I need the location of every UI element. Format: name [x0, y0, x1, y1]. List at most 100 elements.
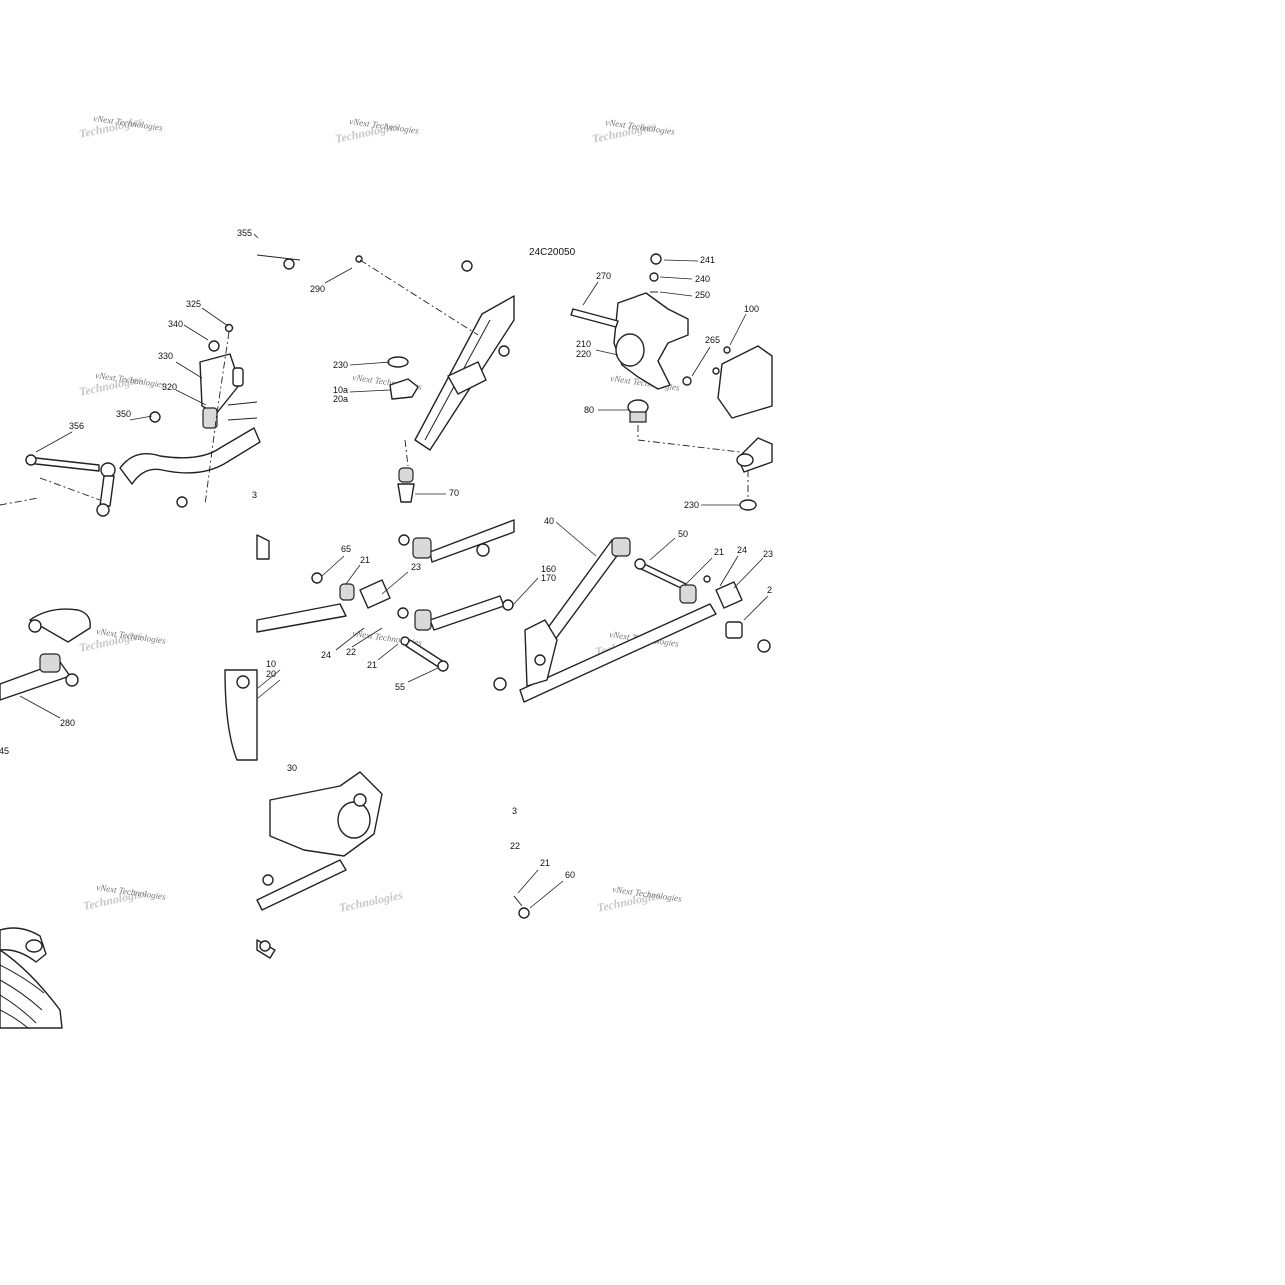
callout-355: 355 — [237, 228, 252, 238]
callout-265: 265 — [705, 335, 720, 345]
callout-55: 55 — [395, 682, 405, 692]
callout-70: 70 — [449, 488, 459, 498]
callout-80: 80 — [584, 405, 594, 415]
shock-spring-tile — [0, 927, 63, 1029]
nut — [649, 272, 659, 282]
diagram-code: 24C20050 — [529, 247, 576, 258]
link-end — [96, 503, 110, 517]
nut — [311, 572, 323, 584]
callout-325: 325 — [186, 299, 201, 309]
nut — [493, 677, 507, 691]
control-arm — [256, 603, 347, 633]
callout-23: 23 — [411, 562, 421, 572]
link-bolt — [26, 456, 100, 472]
retaining-ring — [739, 499, 757, 511]
callout-10a: 10a — [333, 385, 348, 395]
shock-absorber — [224, 669, 258, 761]
bushing — [414, 609, 432, 631]
callout-160: 160 — [541, 564, 556, 574]
stabilizer-bar — [119, 427, 261, 485]
callout-20a: 20a — [333, 394, 348, 404]
bolt-shank — [513, 895, 523, 907]
bolt — [570, 308, 619, 328]
leader-lines — [19, 233, 769, 909]
callout-22: 22 — [510, 841, 520, 851]
screw — [723, 346, 731, 354]
ball-joint — [353, 793, 367, 807]
stabilizer-center-tile — [0, 608, 258, 761]
tube-edge — [256, 254, 301, 261]
assembled-corner-tile — [256, 771, 383, 959]
callout-320: 320 — [162, 382, 177, 392]
callout-24: 24 — [737, 545, 747, 555]
callout-290: 290 — [310, 284, 325, 294]
bushing — [679, 584, 697, 604]
lower-arm-tile — [256, 254, 515, 503]
a-arm-tile — [493, 537, 771, 703]
callout-21: 21 — [714, 547, 724, 557]
bushing-eye — [476, 543, 490, 557]
lower-arm — [256, 859, 347, 911]
callout-270: 270 — [596, 271, 611, 281]
callout-250: 250 — [695, 290, 710, 300]
ball-joint-boot — [398, 467, 414, 483]
nut — [461, 260, 473, 272]
ball-joint — [397, 483, 415, 503]
nut — [518, 907, 530, 919]
callout-40: 40 — [544, 516, 554, 526]
nut — [502, 599, 514, 611]
watermark-ghost: Technologies — [338, 888, 405, 915]
coil-spring — [0, 949, 63, 1029]
callout-350: 350 — [116, 409, 131, 419]
callout-30: 30 — [287, 763, 297, 773]
ball-joint-bracket — [524, 619, 558, 687]
bolt-head — [534, 654, 546, 666]
nut — [283, 258, 295, 270]
callout-330: 330 — [158, 351, 173, 361]
centerline — [0, 497, 39, 506]
callout-22: 22 — [346, 647, 356, 657]
hub-bore — [337, 801, 371, 839]
callout-labels: 355 290 325 340 330 320 350 356 3 230 10… — [0, 228, 773, 880]
callout-20: 20 — [266, 669, 276, 679]
bushing-eye — [259, 940, 271, 952]
bar-extension — [227, 401, 258, 406]
brake-shield — [717, 345, 773, 419]
fastener-tile — [513, 895, 530, 919]
callout-10: 10 — [266, 659, 276, 669]
nut — [757, 639, 771, 653]
nut — [498, 345, 510, 357]
spring-coils — [0, 964, 45, 1029]
callout-100: 100 — [744, 304, 759, 314]
bolt-head — [208, 340, 220, 352]
a-arm-rear — [519, 603, 717, 703]
bar-extension — [227, 417, 258, 421]
nut — [224, 323, 234, 333]
nut — [176, 496, 188, 508]
link-end — [100, 462, 116, 478]
callout-241: 241 — [700, 255, 715, 265]
callout-21: 21 — [367, 660, 377, 670]
shock-nut — [236, 675, 250, 689]
centerline — [39, 477, 101, 501]
callout-340: 340 — [168, 319, 183, 329]
grease-fitting — [703, 575, 711, 583]
nut — [149, 411, 161, 423]
bracket-plate — [715, 581, 743, 609]
nut — [398, 534, 410, 546]
callout-21: 21 — [540, 858, 550, 868]
bushing — [202, 407, 218, 429]
callout-280: 280 — [60, 718, 75, 728]
shock-upper-mount — [0, 927, 47, 963]
bolt-head — [25, 454, 37, 466]
centerline — [404, 439, 409, 467]
centerline — [637, 425, 741, 453]
ball-joint-boot — [629, 411, 647, 423]
knuckle-tile — [570, 253, 773, 511]
control-arm — [429, 595, 505, 631]
stabilizer-link — [29, 608, 91, 643]
sway-bar-link — [99, 475, 115, 507]
callout-230: 230 — [684, 500, 699, 510]
stabilizer-bracket — [199, 353, 241, 415]
arm-end — [256, 534, 270, 560]
